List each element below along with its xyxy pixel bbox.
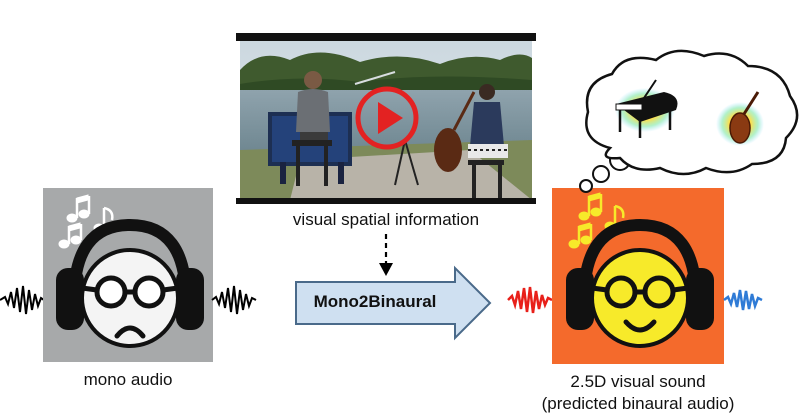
mono2binaural-arrow — [295, 265, 492, 341]
binaural-waveform-left — [507, 286, 553, 314]
thought-bubble — [579, 49, 799, 193]
dashed-down-arrow — [379, 234, 393, 276]
happy-face-icon — [590, 248, 690, 348]
video-caption: visual spatial information — [292, 210, 480, 229]
film-strip-top — [236, 33, 536, 41]
piano-icon — [615, 79, 678, 138]
mono-waveform-right — [211, 285, 257, 315]
cello-icon — [716, 91, 764, 146]
music-notes-icon — [58, 194, 114, 249]
mono-waveform-left — [0, 285, 45, 315]
binaural-caption-line1: 2.5D visual sound — [570, 372, 706, 391]
mono-caption: mono audio — [83, 370, 173, 389]
video-thumbnail[interactable] — [240, 38, 532, 200]
headphones-icon-binaural — [566, 218, 714, 330]
process-label: Mono2Binaural — [313, 292, 437, 311]
binaural-waveform-right — [723, 289, 763, 311]
film-strip-bottom — [236, 198, 536, 204]
binaural-caption-line2: (predicted binaural audio) — [541, 394, 735, 413]
headphones-icon-mono — [56, 218, 204, 330]
play-icon[interactable] — [355, 86, 419, 150]
sad-face-icon — [80, 248, 180, 348]
